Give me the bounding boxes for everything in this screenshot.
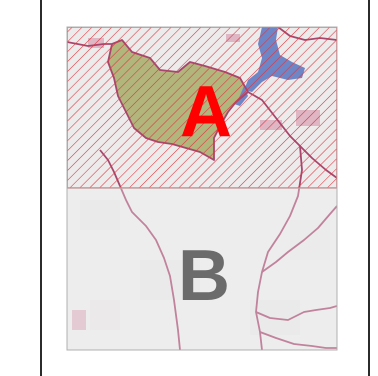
frame-right-border <box>368 0 370 376</box>
map-border <box>66 26 338 351</box>
map-area <box>67 27 337 350</box>
zone-b-area <box>67 187 337 350</box>
frame-left-border <box>40 0 42 376</box>
zone-b-label: B <box>178 236 230 316</box>
zone-a-label: A <box>180 72 232 152</box>
settlement-patch <box>72 310 86 330</box>
boundary-line <box>255 305 337 321</box>
terrain-patch <box>80 200 120 230</box>
boundary-line <box>259 331 337 349</box>
boundary-line <box>119 185 181 350</box>
terrain-patch <box>290 220 330 260</box>
terrain-patch <box>90 300 120 330</box>
boundary-line <box>261 205 337 273</box>
terrain-texture <box>80 200 330 335</box>
zone-a-area <box>67 27 337 189</box>
